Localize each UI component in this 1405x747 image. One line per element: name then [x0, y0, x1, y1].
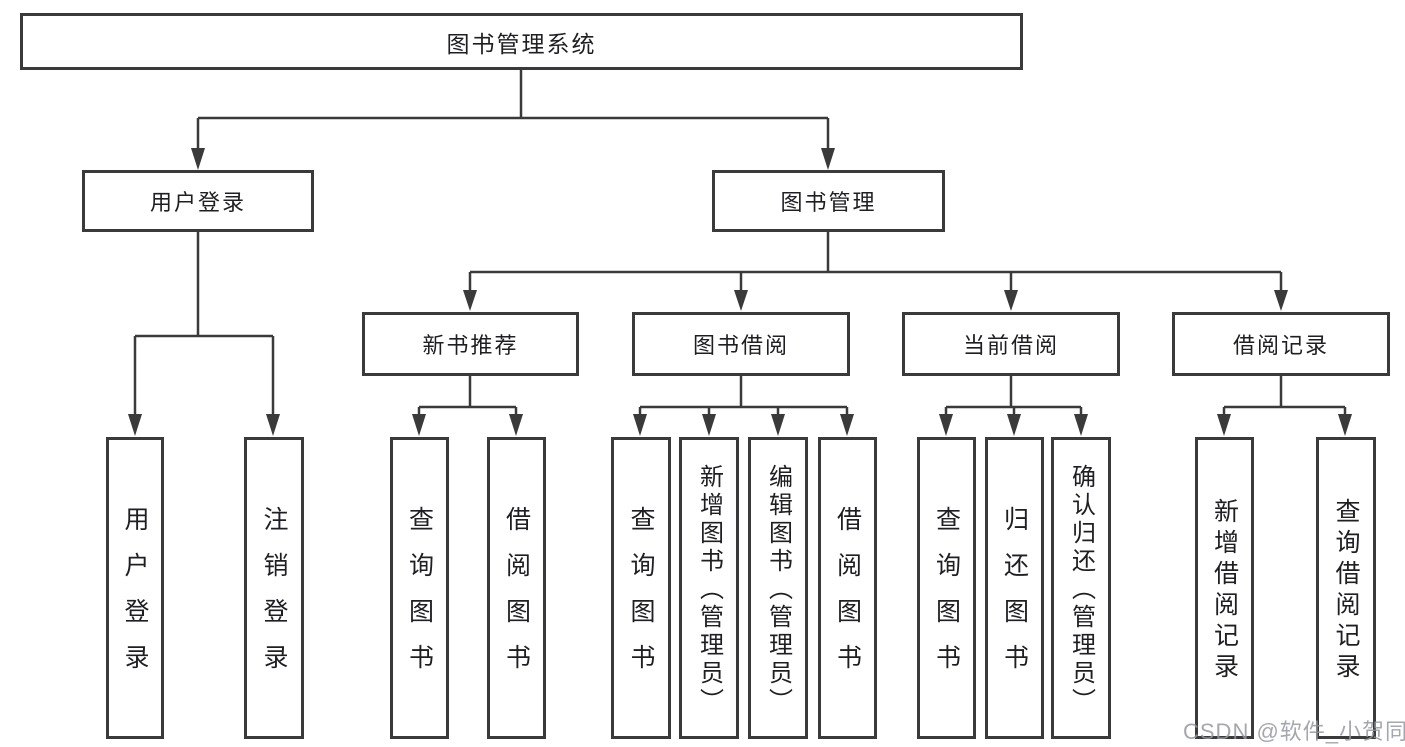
node-label: 查询图书	[932, 506, 961, 690]
node-leaf-records-query-record: 查询借阅记录	[1316, 437, 1376, 739]
node-leaf-records-add-record: 新增借阅记录	[1195, 437, 1254, 739]
arrow-down-icon	[412, 414, 426, 436]
arrow-down-icon	[1338, 414, 1352, 436]
connector-path	[638, 376, 849, 417]
node-label: 图书管理	[780, 190, 877, 215]
node-label: 图书管理系统	[446, 30, 597, 57]
arrow-down-icon	[463, 290, 477, 311]
node-leaf-recommend-borrow-books: 借阅图书	[487, 437, 546, 739]
arrow-down-icon	[1217, 414, 1231, 436]
connector-path	[417, 376, 518, 417]
node-label: 借阅记录	[1232, 333, 1329, 358]
node-label: 借阅图书	[502, 506, 531, 690]
connector-path	[1222, 376, 1347, 417]
connector-path	[196, 70, 830, 150]
arrow-down-icon	[1074, 414, 1088, 436]
node-label: 用户登录	[121, 506, 149, 690]
node-label: 新增借阅记录	[1210, 498, 1239, 684]
arrow-down-icon	[821, 148, 835, 170]
arrow-down-icon	[734, 290, 748, 311]
node-leaf-current-confirm-return-admin: 确认归还（管理员）	[1051, 437, 1111, 739]
connector-path	[468, 232, 1283, 293]
watermark: CSDN @软件_小贺同学	[1183, 719, 1405, 744]
arrow-down-icon	[1007, 414, 1021, 436]
node-book-borrow: 图书借阅	[632, 312, 850, 376]
arrow-down-icon	[702, 414, 716, 436]
node-leaf-current-return-books: 归还图书	[985, 437, 1044, 739]
arrow-down-icon	[128, 414, 142, 436]
node-leaf-logout: 注销登录	[244, 437, 304, 739]
node-leaf-current-query-books: 查询图书	[917, 437, 976, 739]
node-label: 新书推荐	[422, 333, 519, 358]
node-borrow-records: 借阅记录	[1172, 312, 1390, 376]
node-leaf-user-login: 用户登录	[106, 437, 164, 739]
arrow-down-icon	[191, 148, 205, 170]
node-leaf-borrow-query-books: 查询图书	[611, 437, 671, 739]
node-label: 确认归还（管理员）	[1067, 464, 1095, 716]
node-label: 新增图书（管理员）	[695, 464, 723, 716]
node-label: 编辑图书（管理员）	[764, 464, 792, 716]
arrow-down-icon	[771, 414, 785, 436]
node-label: 借阅图书	[833, 506, 862, 690]
node-label: 查询图书	[627, 506, 655, 690]
arrow-down-icon	[840, 414, 854, 436]
node-label: 图书借阅	[692, 333, 789, 358]
node-new-book-recommend: 新书推荐	[362, 312, 579, 376]
node-leaf-borrow-borrow-books: 借阅图书	[818, 437, 877, 739]
node-leaf-borrow-add-books-admin: 新增图书（管理员）	[679, 437, 739, 739]
node-label: 当前借阅	[962, 333, 1059, 358]
node-label: 注销登录	[260, 506, 288, 690]
arrow-down-icon	[633, 414, 647, 436]
node-leaf-borrow-edit-books-admin: 编辑图书（管理员）	[748, 437, 808, 739]
arrow-down-icon	[1004, 290, 1018, 311]
node-leaf-recommend-query-books: 查询图书	[390, 437, 449, 739]
node-root: 图书管理系统	[20, 13, 1023, 70]
arrow-down-icon	[509, 414, 523, 436]
node-label: 查询图书	[405, 506, 434, 690]
arrow-down-icon	[939, 414, 953, 436]
connector-path	[133, 232, 275, 417]
node-label: 查询借阅记录	[1332, 498, 1360, 684]
node-current-borrow: 当前借阅	[902, 312, 1120, 376]
node-label: 归还图书	[1000, 506, 1029, 690]
node-label: 用户登录	[149, 190, 246, 215]
arrow-down-icon	[266, 414, 280, 436]
arrow-down-icon	[1274, 290, 1288, 311]
node-user-login: 用户登录	[82, 170, 314, 232]
node-book-management: 图书管理	[712, 170, 945, 232]
connector-path	[944, 376, 1083, 417]
